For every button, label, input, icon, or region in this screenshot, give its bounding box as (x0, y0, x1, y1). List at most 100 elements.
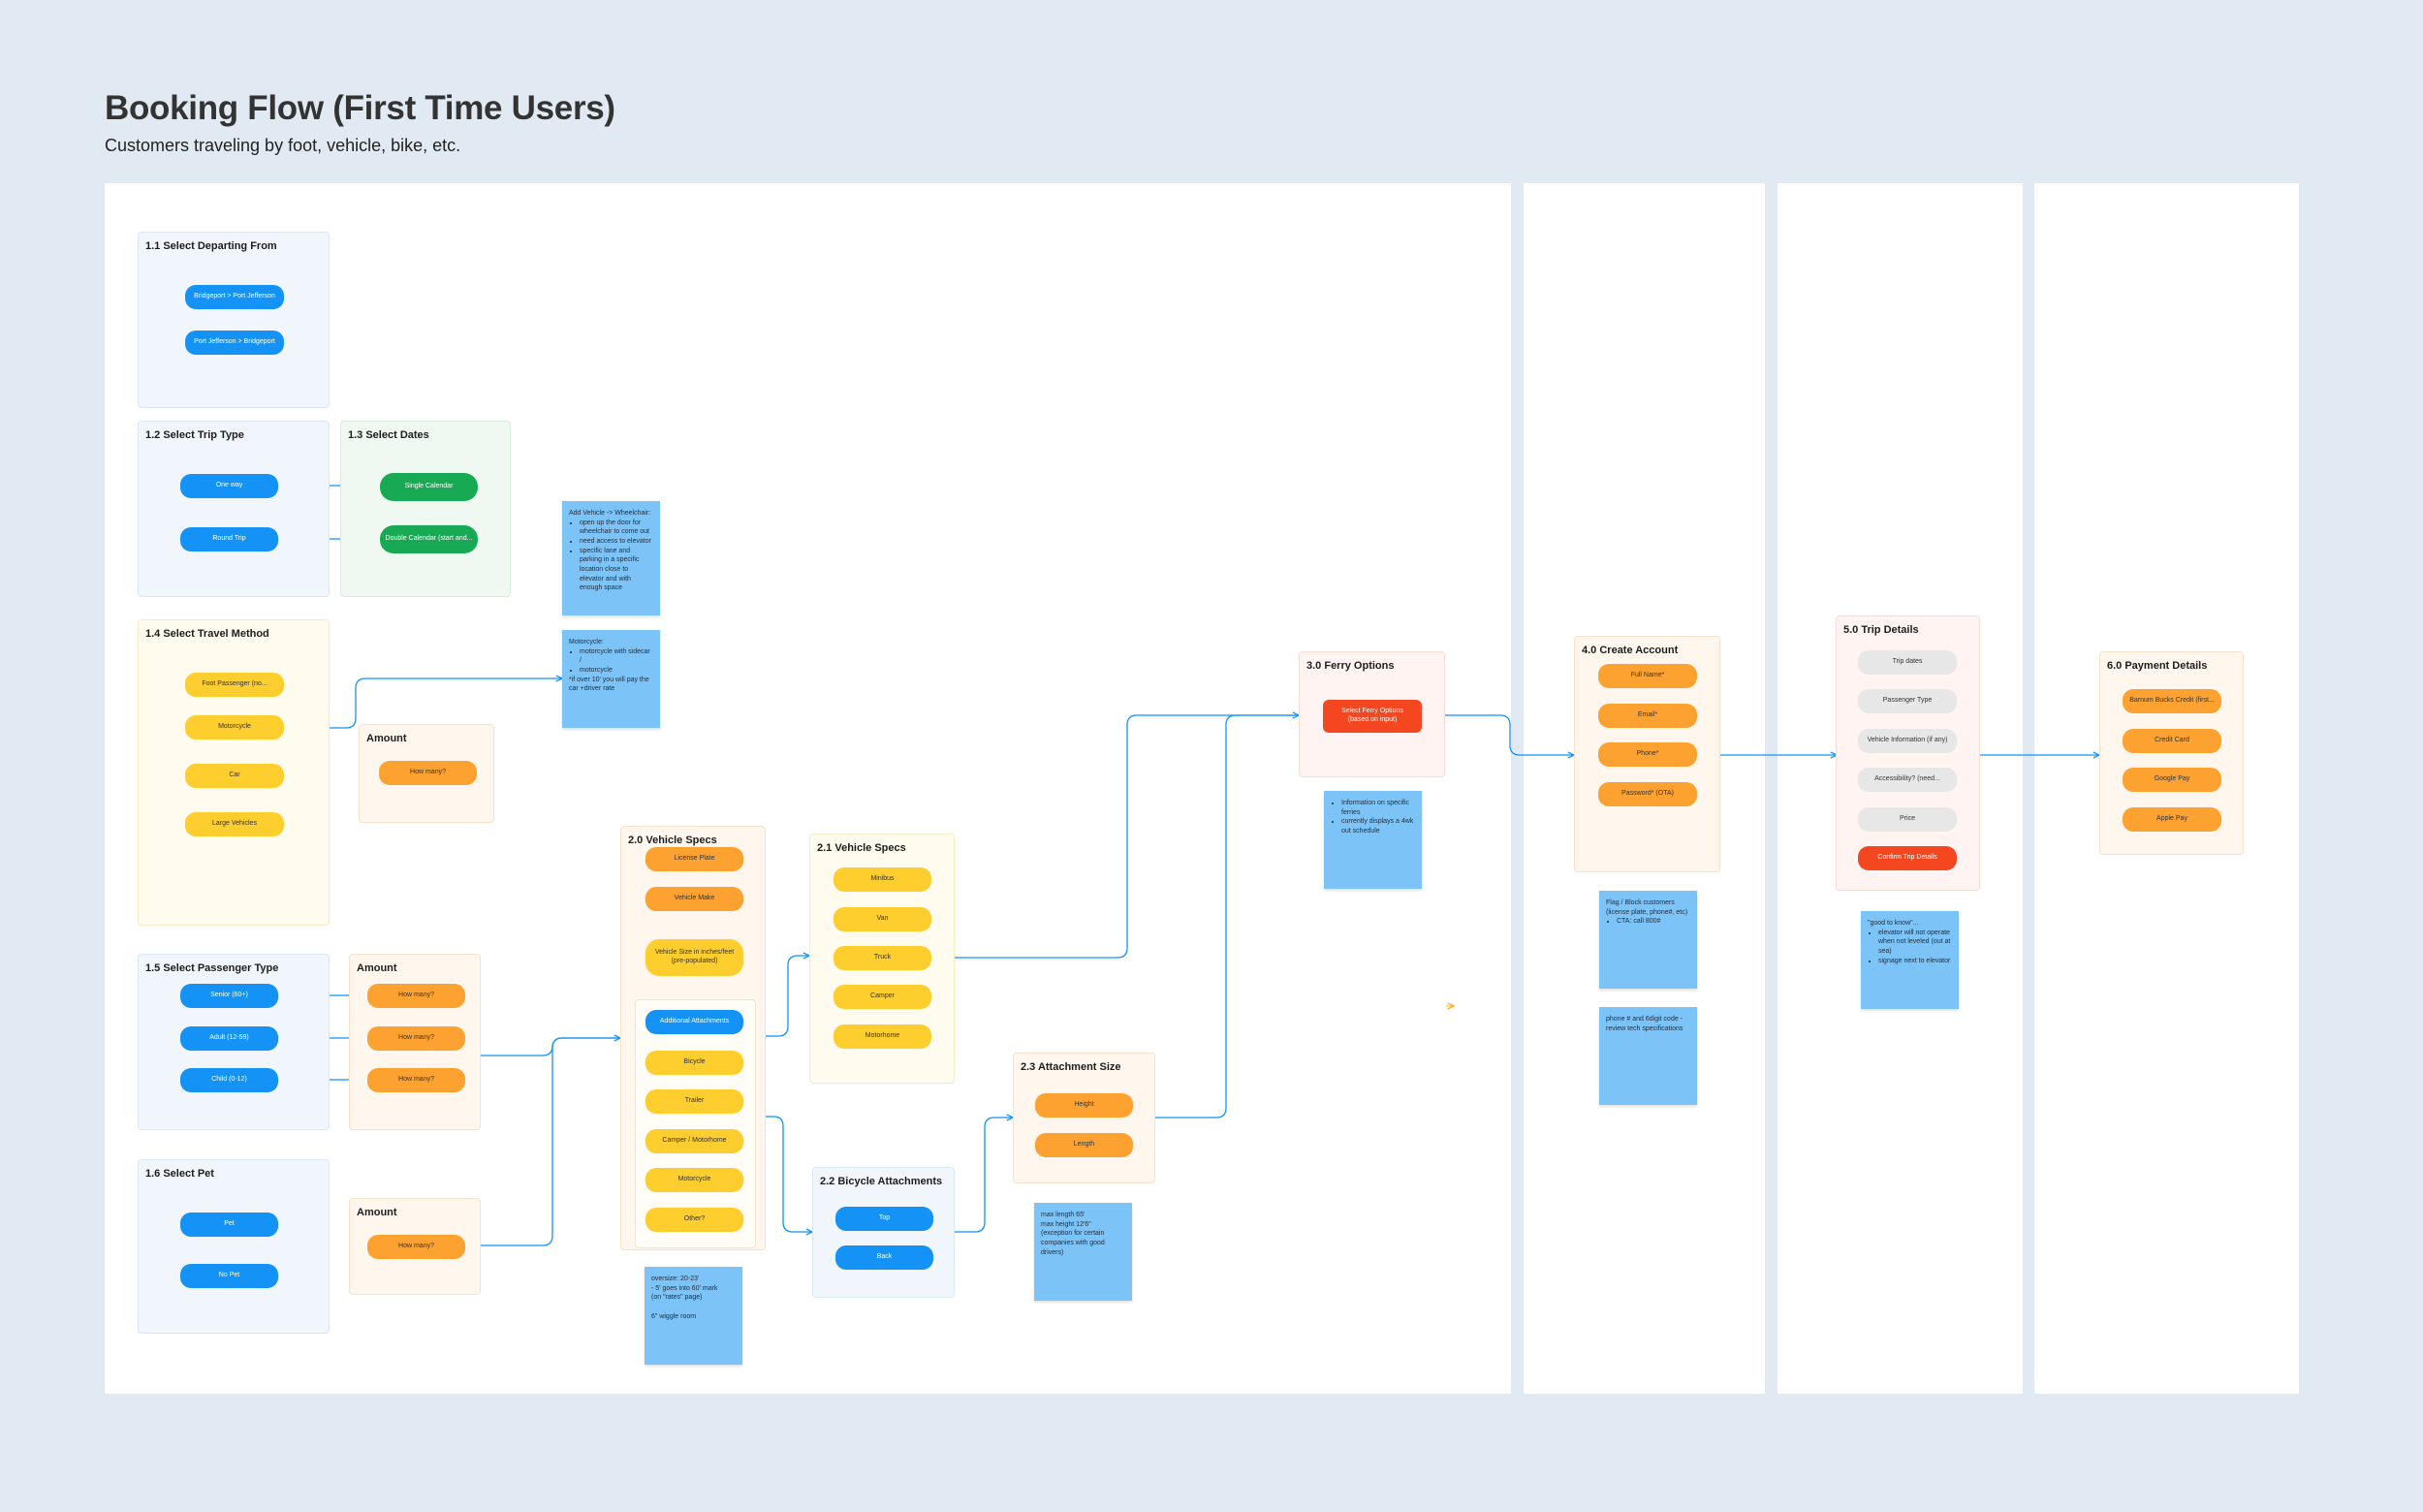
note-item: signage next to elevator (1878, 957, 1952, 966)
section-title: 1.3 Select Dates (348, 429, 429, 441)
section-title: Amount (366, 733, 407, 744)
section-title: 3.0 Ferry Options (1306, 660, 1395, 672)
sticky-note-flag-block: Flag / Block customers (license plate, p… (1599, 891, 1697, 989)
note-lead: Add Vehicle -> Wheelchair: (569, 510, 651, 517)
option-child[interactable]: Child (0-12) (180, 1068, 278, 1092)
confirm-trip-button[interactable]: Confirm Trip Details (1858, 846, 1957, 870)
option-additional-attachments[interactable]: Additional Attachments (645, 1010, 743, 1034)
section-passenger-amount: Amount How many? How many? How many? (349, 954, 481, 1130)
option-camper-motorhome[interactable]: Camper / Motorhome (645, 1129, 743, 1153)
section-bicycle-attachments: 2.2 Bicycle Attachments Top Back (812, 1167, 955, 1298)
field-price: Price (1858, 807, 1957, 832)
connector-pet-vehicle (481, 1037, 620, 1246)
section-trip-type: 1.2 Select Trip Type One way Round Trip (138, 421, 330, 597)
section-title: 1.5 Select Passenger Type (145, 962, 279, 974)
field-email[interactable]: Email* (1598, 704, 1697, 728)
field-full-name[interactable]: Full Name* (1598, 664, 1697, 688)
option-large-vehicles[interactable]: Large Vehicles (185, 812, 284, 836)
note-text: phone # and 6digit code - review tech sp… (1606, 1016, 1684, 1032)
section-departing: 1.1 Select Departing From Bridgeport > P… (138, 232, 330, 408)
page-subtitle: Customers traveling by foot, vehicle, bi… (105, 136, 461, 155)
note-lead: Motorcycle: (569, 639, 604, 646)
option-double-calendar[interactable]: Double Calendar (start and... (380, 525, 478, 553)
section-title: Amount (357, 962, 397, 974)
option-single-calendar[interactable]: Single Calendar (380, 473, 478, 501)
option-barnum-bucks[interactable]: Barnum Bucks Credit (first... (2123, 689, 2221, 713)
connector-motorcycle-note (287, 678, 562, 729)
option-back[interactable]: Back (835, 1245, 933, 1270)
section-vehicle-specs-21: 2.1 Vehicle Specs Minibus Van Truck Camp… (809, 834, 955, 1084)
option-how-many-child[interactable]: How many? (367, 1068, 465, 1092)
option-top[interactable]: Top (835, 1207, 933, 1231)
section-title: 1.2 Select Trip Type (145, 429, 244, 441)
connector-passenger-vehicle (481, 1038, 620, 1056)
option-motorcycle-attachment[interactable]: Motorcycle (645, 1168, 743, 1192)
field-vehicle-information: Vehicle Information (if any) (1858, 729, 1957, 753)
field-trip-dates: Trip dates (1858, 650, 1957, 675)
canvas-panel-main (105, 183, 1511, 1394)
option-google-pay[interactable]: Google Pay (2123, 768, 2221, 792)
option-select-ferry[interactable]: Select Ferry Options (based on input) (1323, 700, 1422, 733)
section-ferry-options: 3.0 Ferry Options Select Ferry Options (… (1299, 651, 1445, 777)
option-how-many-senior[interactable]: How many? (367, 984, 465, 1008)
section-pet-amount: Amount How many? (349, 1198, 481, 1295)
option-round-trip[interactable]: Round Trip (180, 527, 278, 551)
option-trailer[interactable]: Trailer (645, 1089, 743, 1114)
section-title: 4.0 Create Account (1582, 645, 1679, 656)
connector-21-ferry (955, 715, 1299, 959)
field-phone[interactable]: Phone* (1598, 742, 1697, 767)
option-how-many-adult[interactable]: How many? (367, 1026, 465, 1051)
section-trip-details: 5.0 Trip Details Trip dates Passenger Ty… (1836, 615, 1980, 891)
field-vehicle-make[interactable]: Vehicle Make (645, 887, 743, 911)
section-pet: 1.6 Select Pet Pet No Pet (138, 1159, 330, 1334)
option-apple-pay[interactable]: Apple Pay (2123, 807, 2221, 832)
section-vehicle-specs: 2.0 Vehicle Specs License Plate Vehicle … (620, 826, 766, 1250)
connector-23-ferry (1155, 714, 1299, 1118)
note-tail: *if over 10' you will pay the car +drive… (569, 676, 649, 693)
option-one-way[interactable]: One way (180, 474, 278, 498)
field-vehicle-size[interactable]: Vehicle Size in inches/feet (pre-populat… (645, 939, 743, 976)
section-passenger-type: 1.5 Select Passenger Type Senior (60+) A… (138, 954, 330, 1130)
note-item: specific lane and parking in a specific … (580, 547, 653, 593)
option-how-many[interactable]: How many? (379, 761, 477, 785)
field-height[interactable]: Height (1035, 1093, 1133, 1118)
note-item: currently displays a 4wk out schedule (1341, 817, 1415, 835)
section-title: 5.0 Trip Details (1843, 624, 1919, 636)
option-how-many-pet[interactable]: How many? (367, 1235, 465, 1259)
option-motorcycle[interactable]: Motorcycle (185, 715, 284, 740)
section-title: 2.2 Bicycle Attachments (820, 1176, 943, 1187)
option-minibus[interactable]: Minibus (834, 867, 931, 892)
note-text: max length 65' max height 12'6" (excepti… (1041, 1212, 1105, 1256)
sticky-note-phone-code: phone # and 6digit code - review tech sp… (1599, 1007, 1697, 1105)
section-title: 2.3 Attachment Size (1021, 1061, 1121, 1073)
field-password[interactable]: Password* (OTA) (1598, 782, 1697, 806)
option-no-pet[interactable]: No Pet (180, 1264, 278, 1288)
field-length[interactable]: Length (1035, 1133, 1133, 1157)
option-car[interactable]: Car (185, 764, 284, 788)
option-foot-passenger[interactable]: Foot Passenger (no... (185, 673, 284, 697)
option-truck[interactable]: Truck (834, 946, 931, 970)
section-dates: 1.3 Select Dates Single Calendar Double … (340, 421, 511, 597)
option-senior[interactable]: Senior (60+) (180, 984, 278, 1008)
note-item: CTA: call 800# (1617, 917, 1690, 927)
note-item: motorcycle (580, 666, 653, 676)
option-port-jefferson-bridgeport[interactable]: Port Jefferson > Bridgeport (185, 331, 284, 355)
sticky-note-max-length: max length 65' max height 12'6" (excepti… (1034, 1203, 1132, 1301)
option-van[interactable]: Van (834, 907, 931, 931)
page-title: Booking Flow (First Time Users) (105, 89, 615, 127)
option-other[interactable]: Other? (645, 1208, 743, 1232)
note-item: open up the door for wheelchair to come … (580, 519, 653, 537)
option-credit-card[interactable]: Credit Card (2123, 729, 2221, 753)
option-bicycle[interactable]: Bicycle (645, 1051, 743, 1075)
field-license-plate[interactable]: License Plate (645, 847, 743, 871)
section-title: 2.1 Vehicle Specs (817, 842, 906, 854)
option-camper[interactable]: Camper (834, 985, 931, 1009)
section-payment-details: 6.0 Payment Details Barnum Bucks Credit … (2099, 651, 2244, 855)
option-bridgeport-port-jefferson[interactable]: Bridgeport > Port Jefferson (185, 285, 284, 309)
note-text: oversize: 20-23' - 5' goes into 60' mark… (651, 1276, 718, 1320)
option-pet[interactable]: Pet (180, 1213, 278, 1237)
option-adult[interactable]: Adult (12-59) (180, 1026, 278, 1051)
note-item: elevator will not operate when not level… (1878, 929, 1952, 957)
option-motorhome[interactable]: Motorhome (834, 1024, 931, 1049)
note-text: Flag / Block customers (license plate, p… (1606, 899, 1688, 916)
